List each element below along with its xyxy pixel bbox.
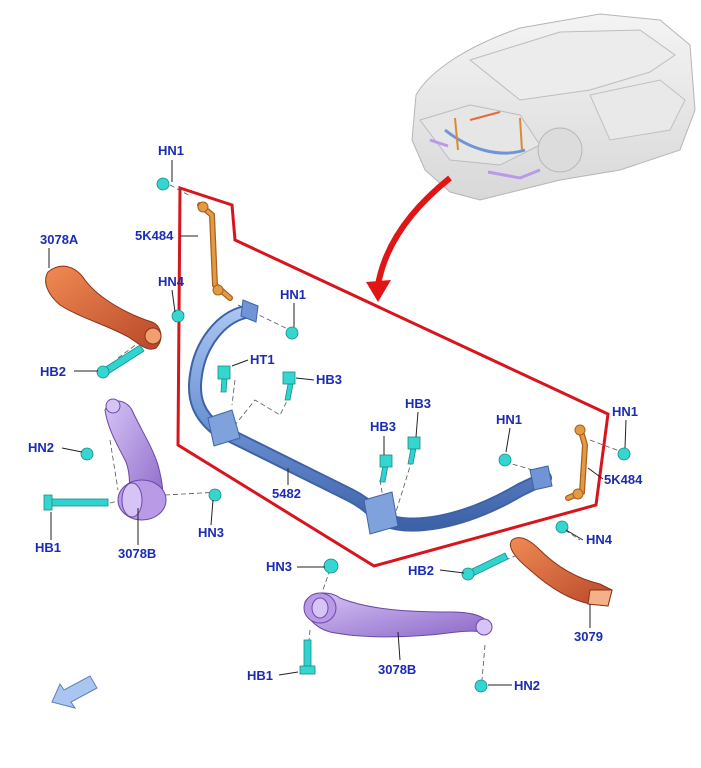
label-hb3-left: HB3 (316, 372, 342, 387)
label-hb2-left: HB2 (40, 364, 66, 379)
label-hn4-left: HN4 (158, 274, 185, 289)
label-hn1-far: HN1 (612, 404, 638, 419)
arm-3078a (45, 265, 162, 350)
label-hb2-right: HB2 (408, 563, 434, 578)
label-hn1-right: HN1 (496, 412, 522, 427)
label-hn3-bottom: HN3 (266, 559, 292, 574)
label-hb3-mid: HB3 (370, 419, 396, 434)
label-5k484-right: 5K484 (604, 472, 643, 487)
stabilizer-link-right (565, 424, 589, 501)
vehicle-illustration (411, 13, 696, 201)
label-hn2-bottom: HN2 (514, 678, 540, 693)
label-ht1: HT1 (250, 352, 275, 367)
label-3079: 3079 (574, 629, 603, 644)
part-labels: HN1 5K484 3078A HN4 HB2 HN1 HT1 HB3 HN2 … (28, 143, 643, 693)
label-hb1-bottom: HB1 (247, 668, 273, 683)
arm-3079 (510, 537, 613, 607)
leader-lines (48, 160, 627, 686)
label-hn4-right: HN4 (586, 532, 613, 547)
label-hn3-left: HN3 (198, 525, 224, 540)
label-5k484-left: 5K484 (135, 228, 174, 243)
label-5482: 5482 (272, 486, 301, 501)
label-hn1-mid: HN1 (280, 287, 306, 302)
label-hb1-left: HB1 (35, 540, 61, 555)
stabilizer-bar (188, 299, 553, 535)
assembly-outline (176, 185, 610, 568)
label-3078b-bottom: 3078B (378, 662, 416, 677)
label-hn2-left: HN2 (28, 440, 54, 455)
stabilizer-link-left (197, 201, 233, 301)
label-hn1-top: HN1 (158, 143, 184, 158)
label-3078b-left: 3078B (118, 546, 156, 561)
direction-arrow-icon (51, 675, 98, 709)
arm-3078b-upper (104, 398, 167, 521)
label-hb3-right: HB3 (405, 396, 431, 411)
arm-3078b-lower (303, 592, 493, 638)
red-curved-arrow (366, 175, 452, 302)
label-3078a: 3078A (40, 232, 79, 247)
fasteners (43, 177, 631, 693)
